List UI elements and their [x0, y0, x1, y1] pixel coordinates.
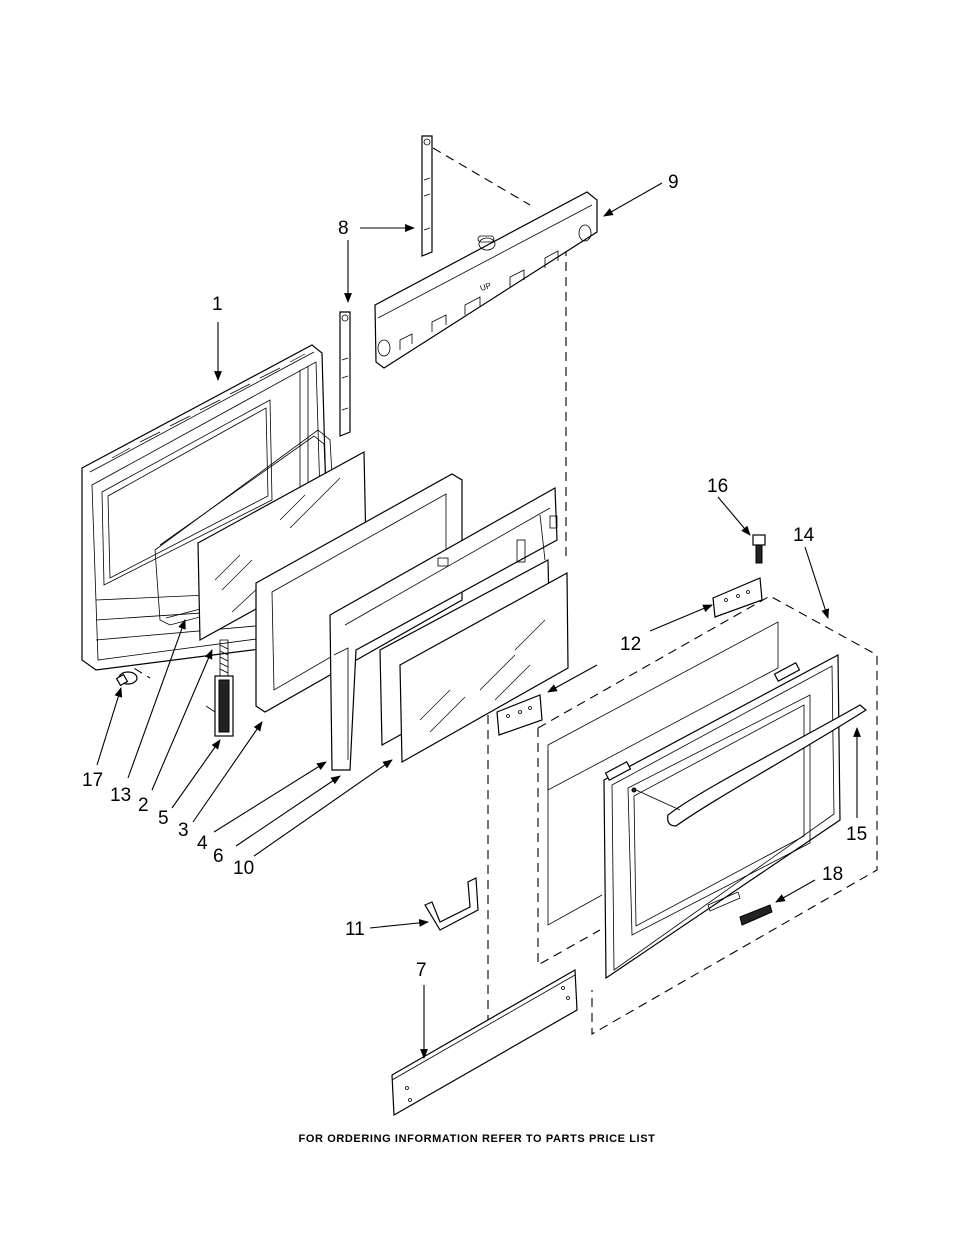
callout-17: 17 — [82, 770, 103, 791]
callout-11: 11 — [345, 919, 365, 940]
part-12-hinge-plate-right — [712, 577, 763, 618]
callout-10: 10 — [233, 858, 254, 879]
part-9-vent-channel: UP — [374, 191, 598, 369]
callout-9: 9 — [668, 172, 679, 193]
callout-14: 14 — [793, 525, 815, 546]
part-14-outer-door — [547, 621, 841, 980]
callout-6: 6 — [213, 846, 224, 867]
part-5-hinge — [205, 639, 234, 737]
callout-7: 7 — [416, 960, 427, 981]
part-18-badge — [707, 891, 773, 926]
part-17-bumper — [115, 671, 138, 687]
part-7-bottom-trim — [391, 968, 578, 1117]
up-marking: UP — [479, 281, 493, 293]
part-10-outer-glass — [399, 571, 569, 764]
part-15-door-handle — [631, 704, 868, 827]
part-11-bracket — [424, 877, 479, 931]
callout-13: 13 — [110, 785, 131, 806]
part-16-screw — [752, 534, 766, 564]
callout-8: 8 — [338, 218, 349, 239]
callout-3: 3 — [178, 820, 189, 841]
callout-15: 15 — [846, 824, 867, 845]
leader-lines — [96, 182, 861, 1059]
part-4-door-frame — [329, 486, 558, 771]
part-8-hinge-bracket-upper — [421, 135, 433, 257]
callout-18: 18 — [822, 864, 843, 885]
callout-5: 5 — [158, 808, 169, 829]
callout-4: 4 — [197, 833, 208, 854]
callout-labels: 1 8 9 16 14 12 15 18 11 7 17 13 2 5 3 4 … — [82, 172, 867, 981]
part-12-hinge-plate-left — [496, 694, 543, 736]
ordering-info-footer: FOR ORDERING INFORMATION REFER TO PARTS … — [298, 1133, 656, 1145]
callout-2: 2 — [138, 795, 149, 816]
part-8-hinge-bracket-lower — [339, 311, 351, 437]
callout-16: 16 — [707, 476, 728, 497]
callout-1: 1 — [212, 294, 223, 315]
callout-12: 12 — [620, 634, 641, 655]
